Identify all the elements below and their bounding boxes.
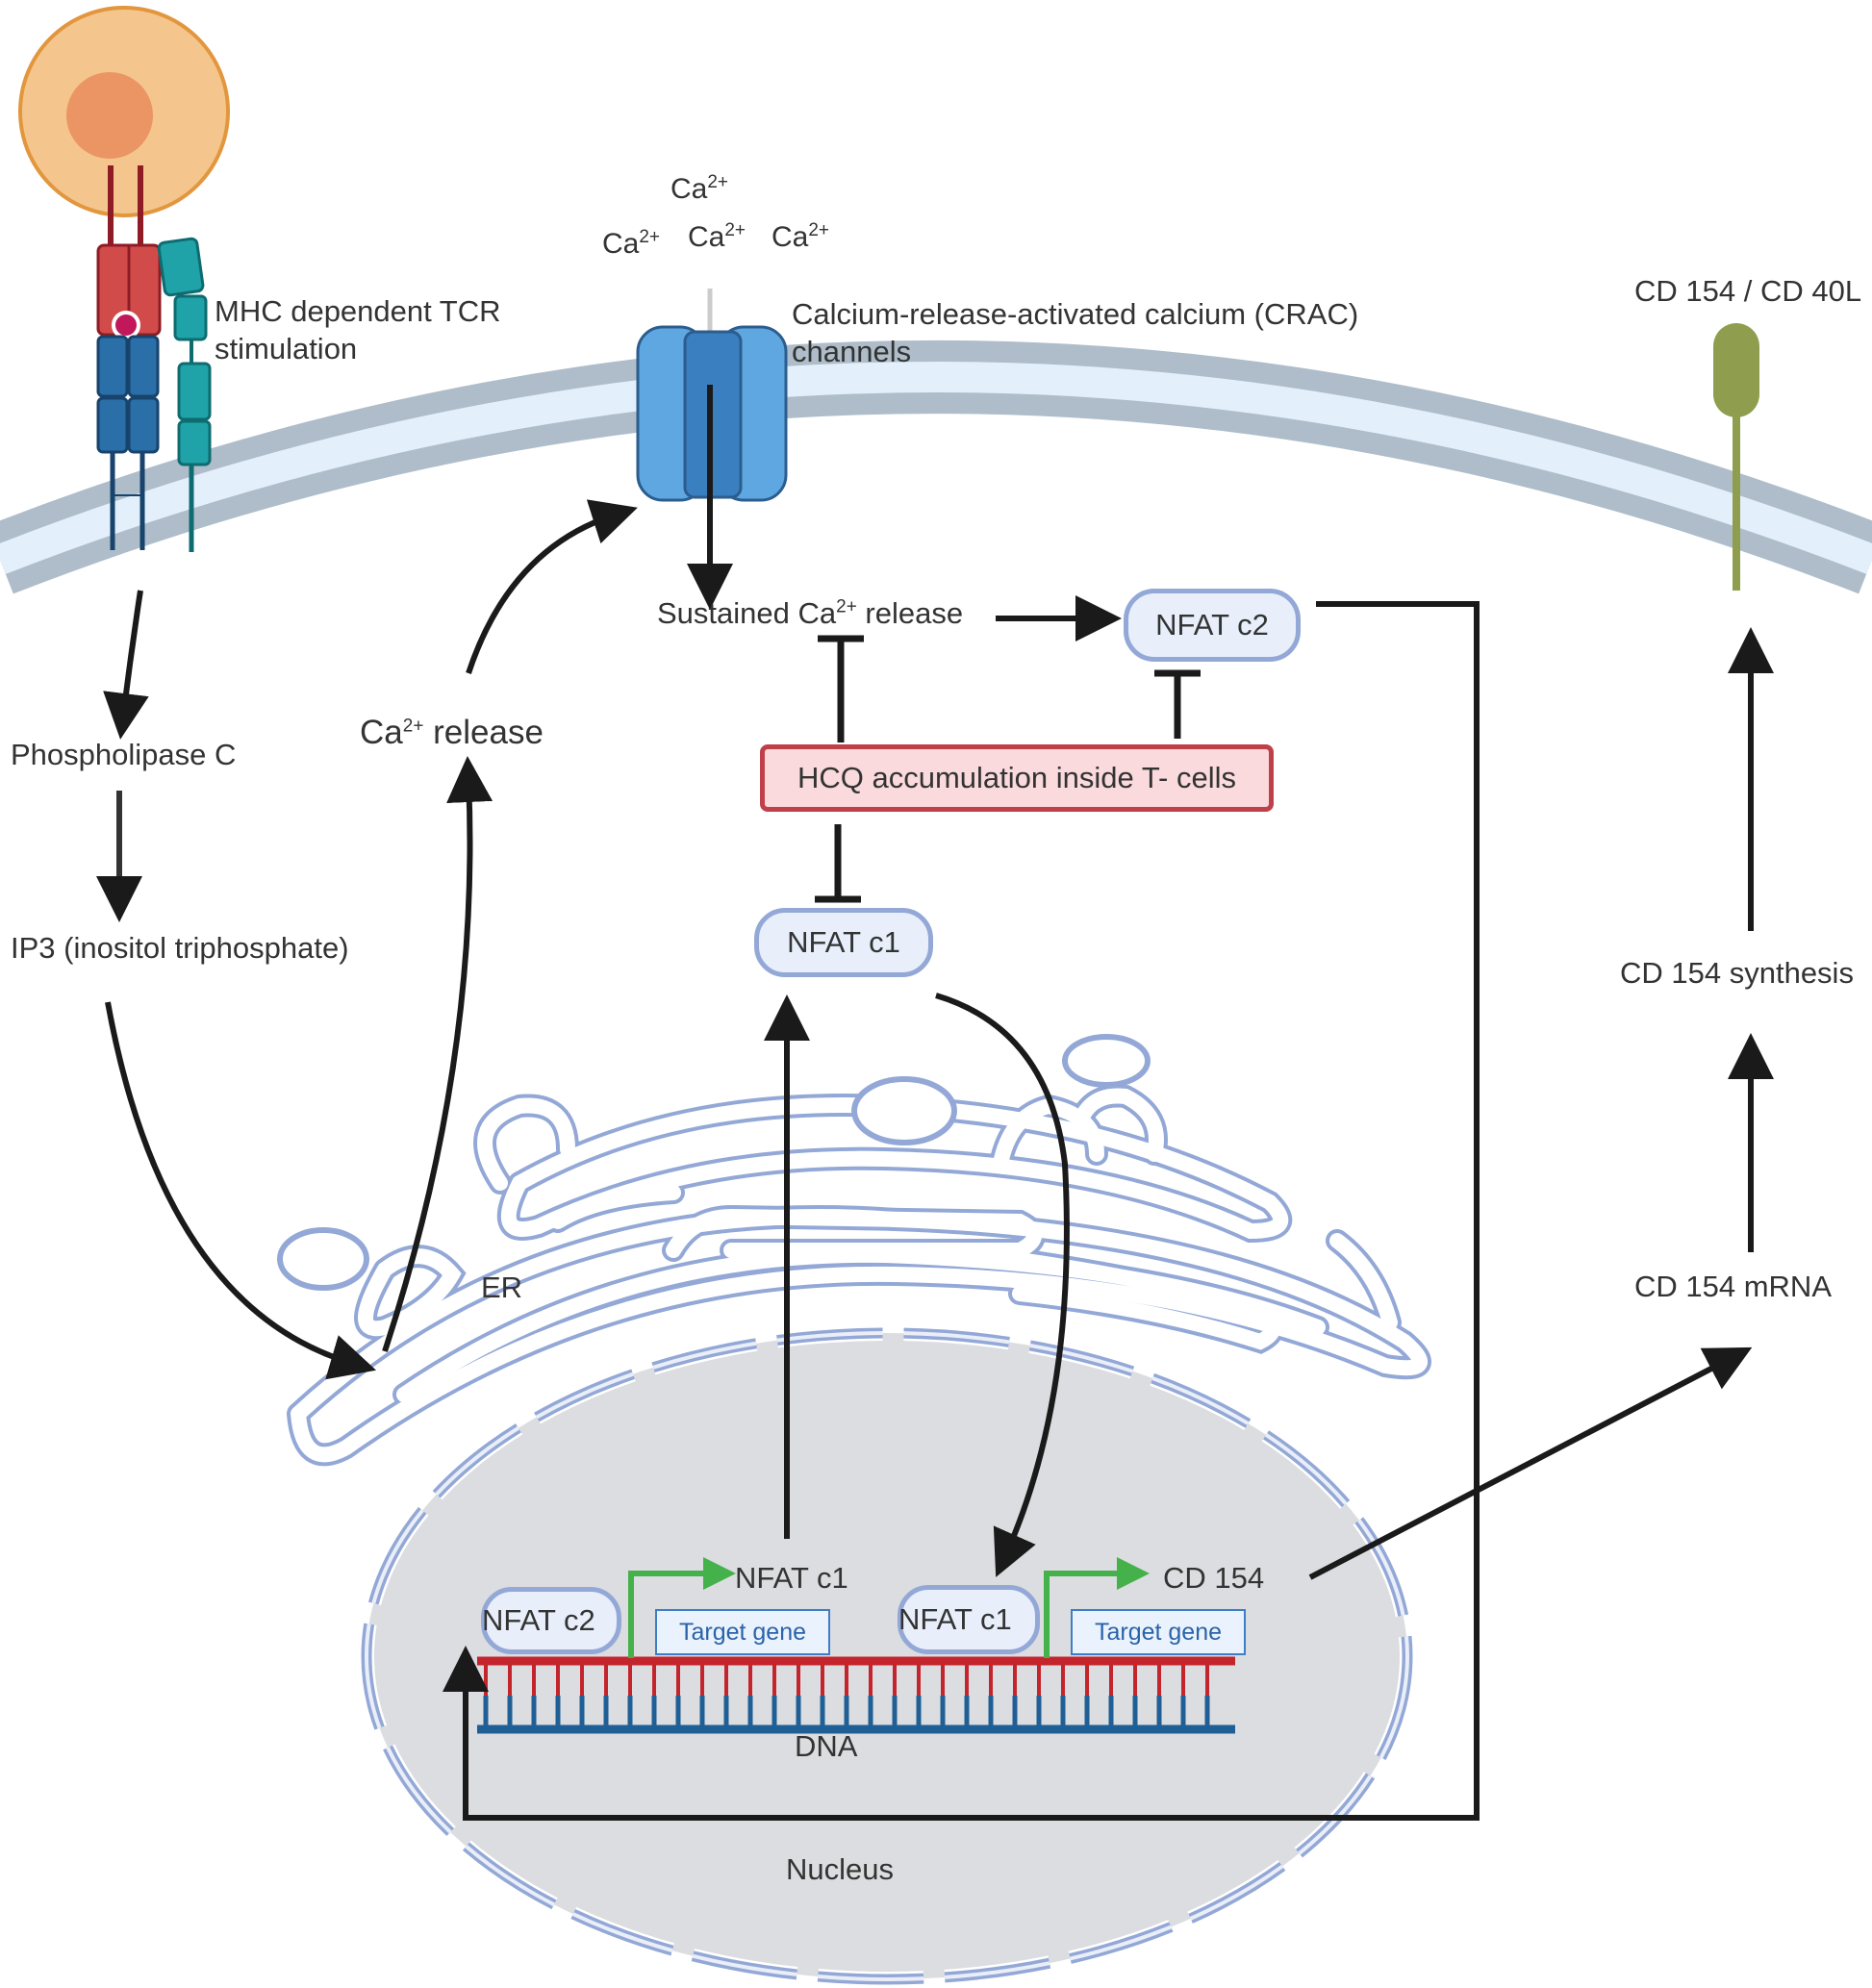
phospholipase-c-label: Phospholipase C: [11, 738, 237, 771]
tcr-complex-icon: [96, 165, 162, 550]
target-gene-label: Target gene: [678, 1618, 807, 1646]
arrow-ca-release-to-crac: [466, 499, 638, 674]
hcq-accumulation-box: HCQ accumulation inside T- cells: [760, 744, 1274, 812]
target-gene-label: Target gene: [1094, 1618, 1223, 1646]
cd40l-label: CD 154 / CD 40L: [1634, 274, 1862, 308]
arrows: [96, 385, 1774, 1821]
ca-ion-label: Ca2+: [772, 220, 830, 253]
gene-nfat-c1-label: NFAT c1: [735, 1561, 848, 1595]
transcription-arrow-cd154: [1044, 1557, 1150, 1658]
cd4-coreceptor-icon: [157, 237, 212, 552]
nuclear-nfat-c1-box: NFAT c1: [898, 1585, 1040, 1654]
dna-label: DNA: [795, 1729, 858, 1763]
hcq-label: HCQ accumulation inside T- cells: [797, 761, 1236, 794]
arrow-ip3-to-er: [105, 1001, 377, 1380]
inhibit-hcq-to-sustained: [818, 635, 864, 742]
transcription-arrow-nfatc1: [628, 1557, 736, 1658]
nfat-c1-label: NFAT c1: [787, 925, 900, 959]
gene-cd154-label: CD 154: [1163, 1561, 1265, 1595]
nuclear-nfat-c2-label: NFAT c2: [482, 1603, 595, 1637]
inhibit-hcq-to-nfatc2: [1154, 669, 1201, 739]
ca-release-label: Ca2+ release: [360, 714, 544, 751]
target-gene-box: Target gene: [655, 1609, 830, 1655]
ip3-label: IP3 (inositol triphosphate): [11, 931, 349, 965]
transcription-arrows: [628, 1557, 1150, 1658]
crac-channel-label: Calcium-release-activated calcium (CRAC)…: [792, 297, 1359, 368]
er-label: ER: [481, 1271, 523, 1304]
target-gene-box: Target gene: [1071, 1609, 1246, 1655]
arrow-er-to-ca-release: [382, 756, 493, 1352]
nuclear-nfat-c2-box: NFAT c2: [481, 1587, 621, 1654]
arrow-nfatc2-to-nucleus: [443, 601, 1480, 1821]
nfat-c2-label: NFAT c2: [1155, 608, 1269, 642]
nuclear-nfat-c1-label: NFAT c1: [898, 1602, 1012, 1636]
nfat-c2-box: NFAT c2: [1124, 589, 1301, 662]
cd154-mrna-label: CD 154 mRNA: [1634, 1270, 1832, 1303]
inhibit-hcq-to-nfatc1: [815, 824, 861, 903]
ca-ion-label: Ca2+: [602, 227, 661, 260]
antigen-presenting-cell: [18, 6, 230, 217]
sustained-ca-release-label: Sustained Ca2+ release: [657, 596, 964, 630]
arrow-nfatc1-to-nucleus: [935, 993, 1070, 1577]
cell-membrane: [0, 340, 1872, 594]
nfat-c1-box: NFAT c1: [754, 908, 933, 977]
ca-ion-label: Ca2+: [688, 220, 746, 253]
ca-ion-label: Ca2+: [670, 172, 729, 205]
cd154-synthesis-label: CD 154 synthesis: [1620, 956, 1854, 990]
dna-strand-icon: [477, 1656, 1235, 1734]
endoplasmic-reticulum-icon: [277, 1034, 1431, 1467]
arrow-cd154-to-mrna: [1308, 1346, 1753, 1580]
arrow-tcr-to-plc: [103, 590, 149, 740]
nucleus-label: Nucleus: [786, 1852, 894, 1886]
cd40l-receptor-icon: [1713, 323, 1759, 591]
